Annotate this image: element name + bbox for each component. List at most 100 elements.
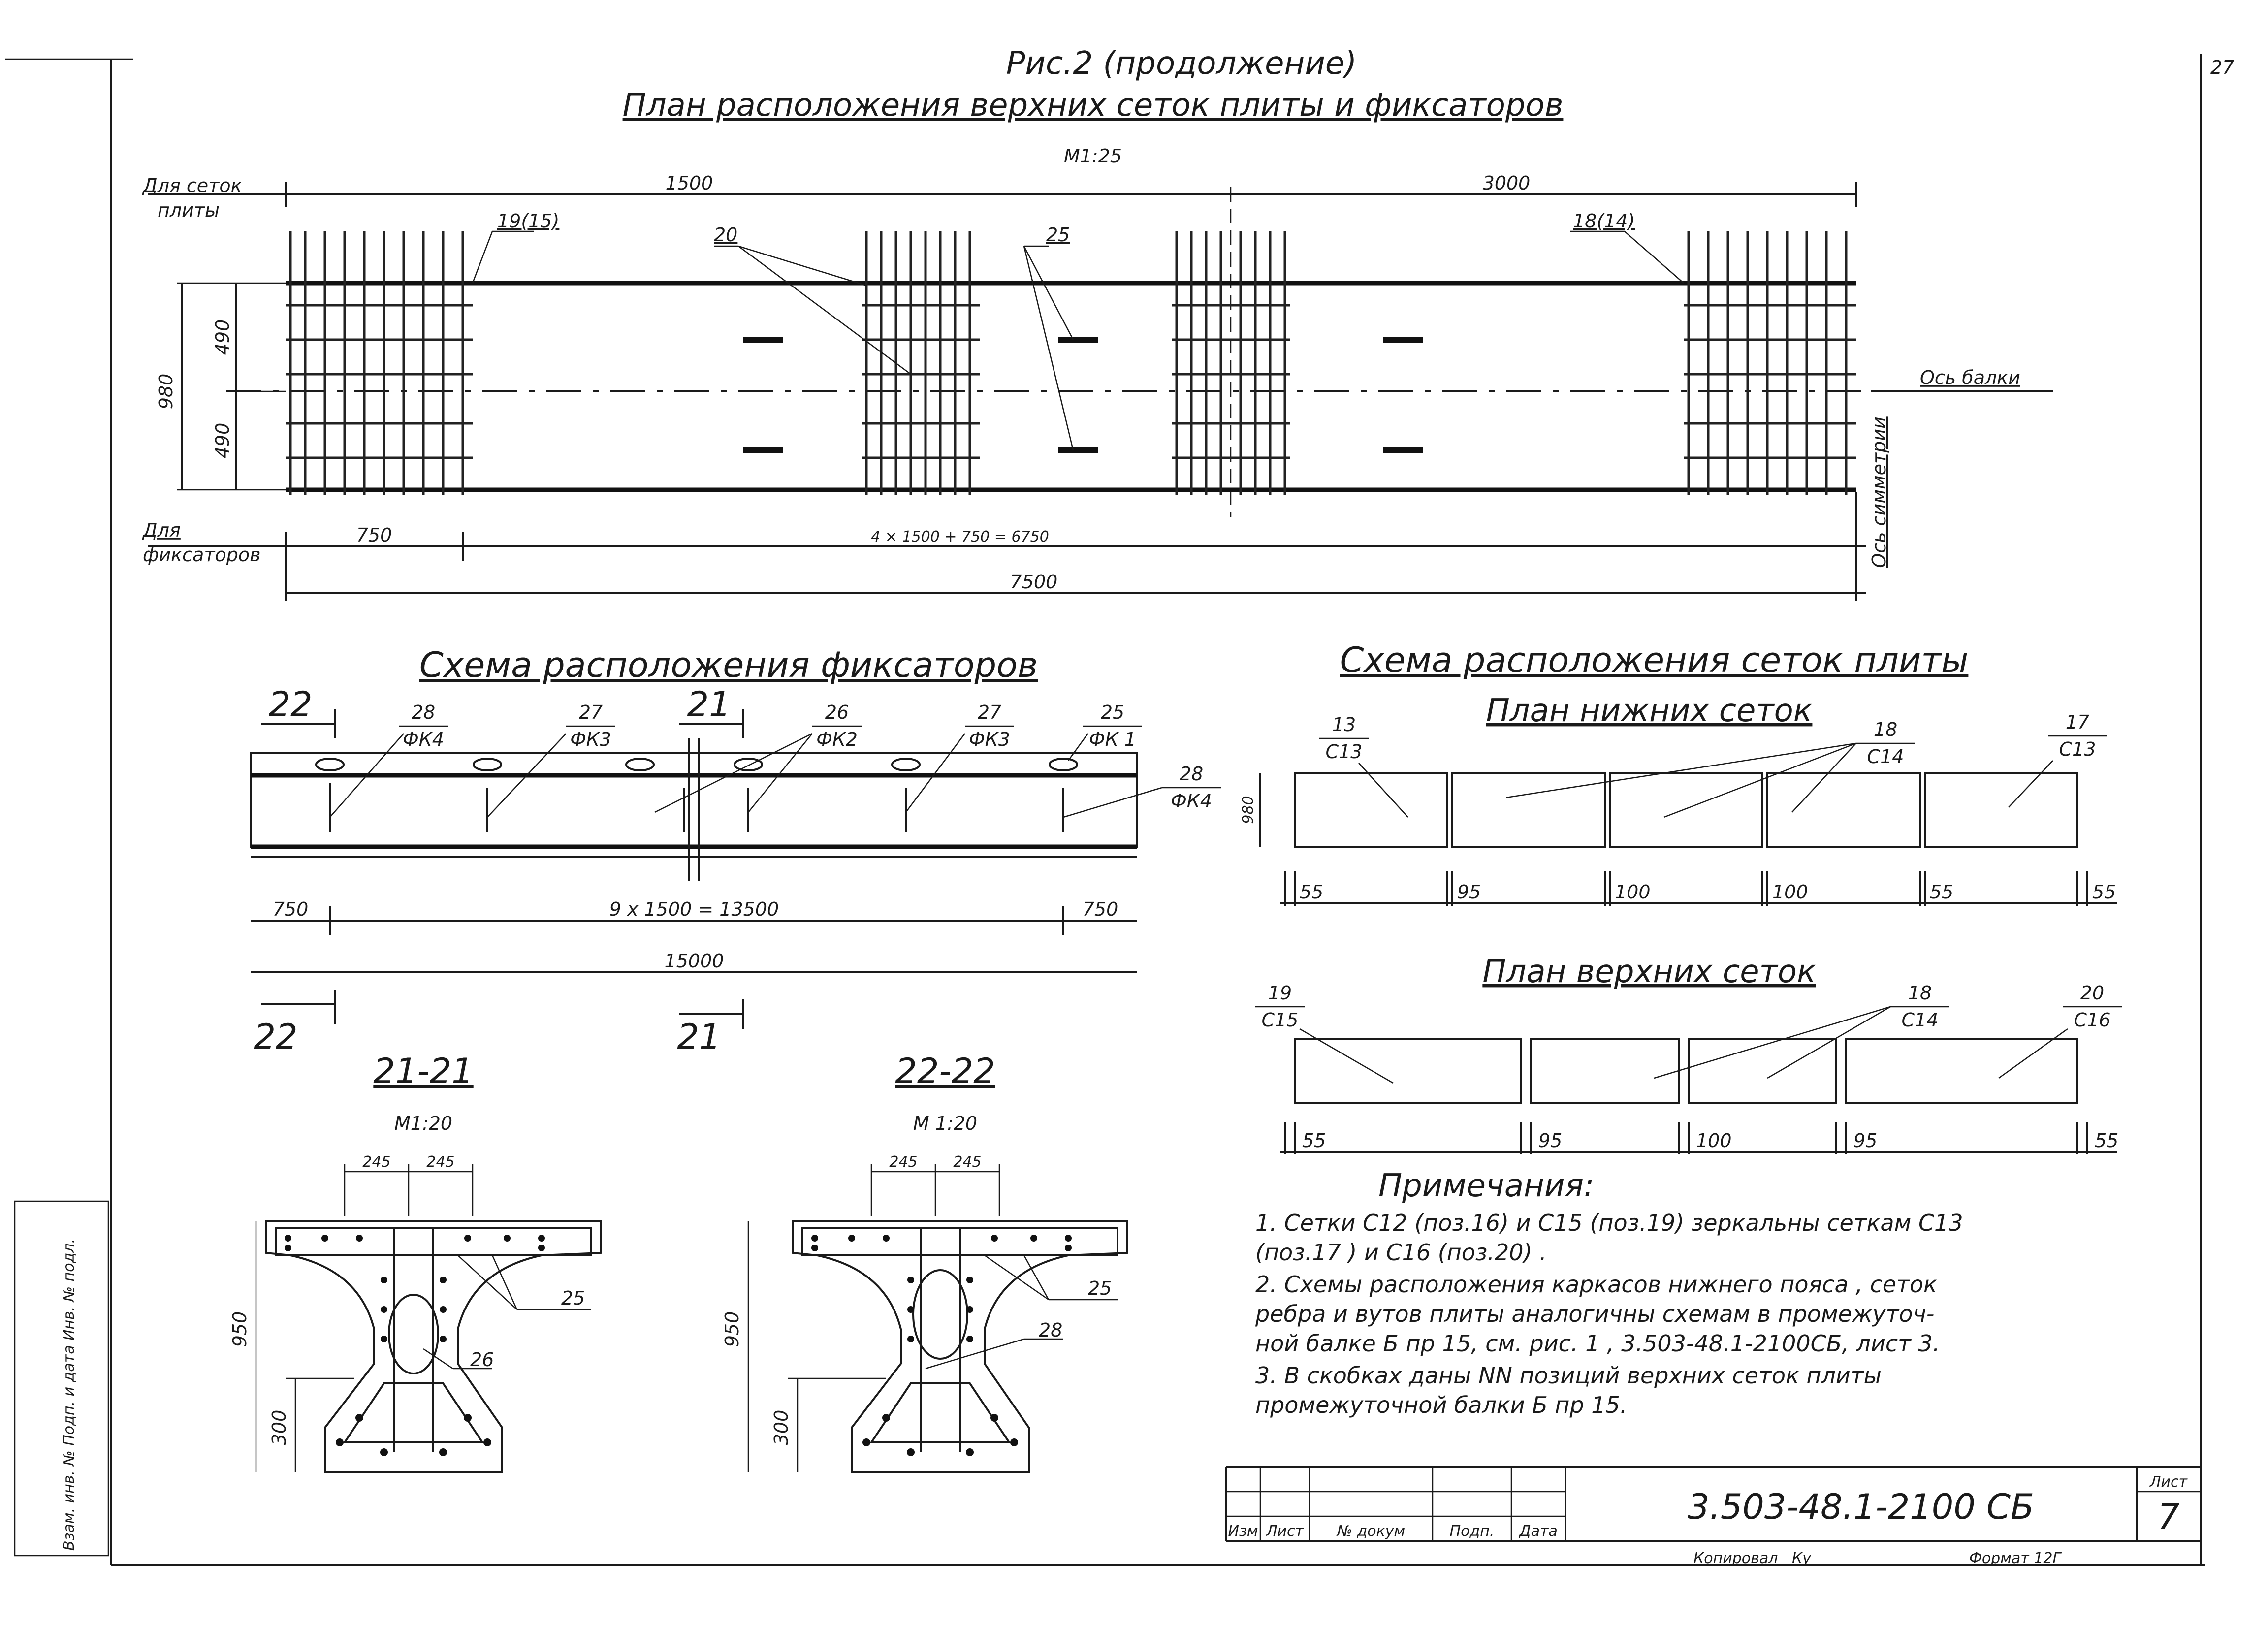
sheet-frame: Взам. инв. № Подп. и дата Инв. № подл.: [5, 54, 2205, 1566]
figure-caption: Рис.2 (продолжение): [1006, 45, 1357, 82]
upper-gap-5: 55: [2095, 1130, 2118, 1151]
tag-28b-num: 28: [1180, 763, 1203, 785]
upper-nets-title: План верхних сеток: [1482, 954, 1816, 990]
dim-15000: 15000: [665, 950, 724, 972]
beam-axis-label: Ось балки: [1920, 367, 2020, 388]
lower-gap-2: 95: [1457, 881, 1481, 903]
col-list: Лист: [1266, 1523, 1305, 1540]
label-for-nets-2: плиты: [158, 199, 220, 221]
tag-27a-num: 27: [579, 702, 603, 723]
section-21-top: 21: [687, 684, 731, 725]
col-sign: Подп.: [1450, 1523, 1495, 1540]
sheet-format: Формат 12Г: [1969, 1550, 2062, 1567]
nets-scheme: Схема расположения сеток плиты План нижн…: [1240, 640, 2122, 1154]
section-21-height-300: 300: [268, 1410, 290, 1446]
section-22-width-2: 245: [953, 1153, 981, 1171]
lower-tag-2-num: 18: [1874, 719, 1897, 740]
section-21-title: 21-21: [373, 1051, 473, 1091]
tag-26-num: 26: [825, 702, 849, 723]
tag-27a-name: ФК3: [570, 729, 611, 750]
label-for-nets-1: Для сеток: [142, 175, 242, 196]
tag-27b-name: ФК3: [969, 729, 1010, 750]
note-line-6: 3. В скобках даны NN позиций верхних сет…: [1255, 1362, 1882, 1389]
nets-scheme-title: Схема расположения сеток плиты: [1340, 640, 1969, 680]
section-22-pos-25: 25: [1088, 1277, 1112, 1299]
section-22-width-1: 245: [889, 1153, 917, 1171]
upper-tag-3-num: 20: [2080, 982, 2104, 1004]
side-stamp-text: Взам. инв. № Подп. и дата Инв. № подл.: [61, 1239, 78, 1551]
tag-27b-num: 27: [978, 702, 1001, 723]
upper-tag-1-name: С15: [1262, 1009, 1299, 1031]
note-line-2: (поз.17 ) и С16 (поз.20) .: [1255, 1239, 1547, 1266]
top-plan: Для сеток плиты 1500 3000 Ось балки: [142, 172, 2053, 601]
lower-tag-1-num: 13: [1332, 714, 1356, 735]
label-for-fix-2: фиксаторов: [143, 544, 260, 566]
dim-490-bottom: 490: [212, 423, 233, 459]
dim-980: 980: [155, 374, 177, 410]
symmetry-axis-label: Ось симметрии: [1868, 416, 1890, 568]
dim-6750: 4 × 1500 + 750 = 6750: [871, 528, 1049, 545]
upper-tag-3-name: С16: [2074, 1009, 2111, 1031]
tag-25-name: ФК 1: [1089, 729, 1136, 750]
lower-tag-2-name: С14: [1867, 746, 1904, 767]
col-date: Дата: [1518, 1523, 1558, 1540]
label-for-fix-1: Для: [142, 519, 181, 541]
title-block: Изм Лист № докум Подп. Дата 3.503-48.1-2…: [1225, 1466, 2201, 1567]
pos-19-15: 19(15): [497, 210, 559, 232]
tag-28b-name: ФК4: [1171, 790, 1212, 812]
section-22-bottom: 22: [254, 1017, 297, 1057]
section-21-pos-25: 25: [561, 1287, 585, 1309]
copied-by-label: Копировал: [1693, 1550, 1778, 1567]
upper-tag-2-num: 18: [1908, 982, 1932, 1004]
pos-25: 25: [1046, 224, 1070, 246]
copied-by-signature: Ку: [1792, 1550, 1812, 1567]
main-title: План расположения верхних сеток плиты и …: [623, 87, 1564, 124]
notes-heading: Примечания:: [1378, 1168, 1595, 1204]
section-22-22: 22-22 М 1:20 245 245 950 300 25: [721, 1051, 1128, 1473]
tag-28-name: ФК4: [403, 729, 444, 750]
section-22-height-300: 300: [770, 1410, 792, 1446]
section-21-pos-26: 26: [470, 1349, 494, 1371]
side-stamp-box: [14, 1200, 109, 1557]
note-line-1: 1. Сетки С12 (поз.16) и С15 (поз.19) зер…: [1255, 1210, 1963, 1236]
upper-gap-2: 95: [1538, 1130, 1562, 1151]
section-21-bottom: 21: [677, 1017, 721, 1057]
sheet-label: Лист: [2149, 1473, 2188, 1491]
note-line-4: ребра и вутов плиты аналогичны схемам в …: [1255, 1301, 1934, 1327]
upper-tag-2-name: С14: [1902, 1009, 1939, 1031]
note-line-3: 2. Схемы расположения каркасов нижнего п…: [1255, 1271, 1937, 1298]
col-izm: Изм: [1228, 1523, 1258, 1540]
upper-tag-1-num: 19: [1268, 982, 1292, 1004]
upper-gap-3: 100: [1696, 1130, 1732, 1151]
note-line-5: ной балке Б пр 15, см. рис. 1 , 3.503-48…: [1255, 1330, 1940, 1357]
section-22-scale: М 1:20: [913, 1113, 977, 1134]
sheet-number: 7: [2158, 1497, 2180, 1537]
pos-20: 20: [714, 224, 737, 246]
beam-elevation: [250, 752, 1138, 848]
lower-tag-3-num: 17: [2066, 711, 2089, 733]
lower-tag-3-name: С13: [2059, 738, 2096, 760]
section-22-outline: [792, 1220, 1128, 1473]
document-code: 3.503-48.1-2100 СБ: [1688, 1487, 2034, 1527]
section-22-top: 22: [268, 684, 312, 725]
dim-13500: 9 х 1500 = 13500: [609, 898, 779, 920]
note-line-7: промежуточной балки Б пр 15.: [1255, 1392, 1627, 1418]
pos-18-14: 18(14): [1573, 210, 1635, 232]
lower-dim-980: 980: [1240, 796, 1257, 824]
dim-750-a: 750: [273, 898, 309, 920]
section-22-pos-28: 28: [1039, 1319, 1062, 1341]
notes: Примечания: 1. Сетки С12 (поз.16) и С15 …: [1255, 1168, 1963, 1418]
lower-gap-4: 100: [1772, 881, 1808, 903]
lower-nets-title: План нижних сеток: [1486, 693, 1813, 729]
dim-490-top: 490: [212, 319, 233, 355]
dim-750-plan: 750: [356, 524, 392, 546]
section-21-scale: М1:20: [394, 1113, 452, 1134]
section-21-width-2: 245: [426, 1153, 454, 1171]
lower-tag-1-name: С13: [1326, 741, 1363, 763]
section-21-width-1: 245: [362, 1153, 390, 1171]
fixator-scheme-title: Схема расположения фиксаторов: [419, 645, 1038, 685]
tag-28-num: 28: [412, 702, 435, 723]
upper-gap-1: 55: [1302, 1130, 1326, 1151]
tag-25-num: 25: [1101, 702, 1124, 723]
